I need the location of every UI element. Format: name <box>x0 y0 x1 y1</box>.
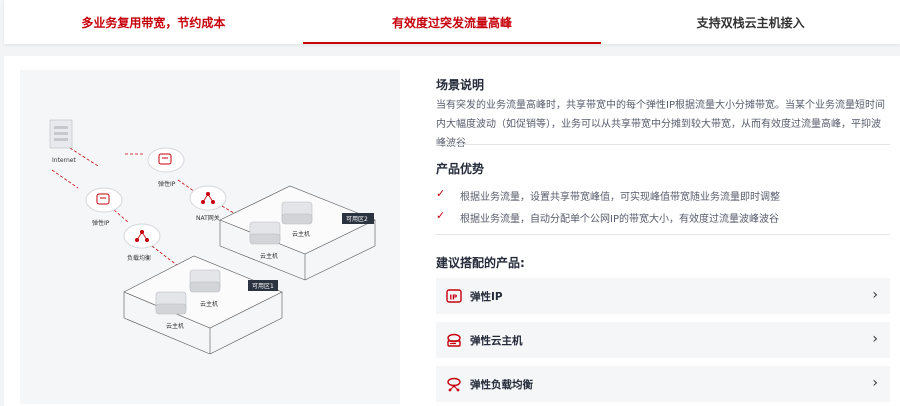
eip-label-1: 弹性IP <box>158 180 176 188</box>
product-label: 弹性云主机 <box>470 335 523 347</box>
tab-multi-business[interactable]: 多业务复用带宽，节约成本 <box>81 15 226 30</box>
advantage-text: 根据业务流量，设置共享带宽峰值，可实现峰值带宽随业务流量即时调整 <box>460 192 780 203</box>
ecs-label: 云主机 <box>200 300 218 308</box>
elb-icon <box>123 223 161 249</box>
eip-node-icon <box>147 147 185 173</box>
tab-burst-traffic[interactable]: 有效度过突发流量高峰 <box>302 0 602 44</box>
architecture-diagram: Internet 弹性IP NAT网关 <box>20 70 400 404</box>
tab-dual-stack[interactable]: 支持双栈云主机接入 <box>696 15 805 30</box>
check-icon: ✓ <box>436 209 446 222</box>
chevron-right-icon: › <box>872 331 878 347</box>
eip-icon: IP <box>446 288 462 304</box>
content-panel: Internet 弹性IP NAT网关 <box>4 56 900 406</box>
product-label: 弹性负载均衡 <box>470 379 533 391</box>
server-icon <box>281 201 313 225</box>
advantage-text: 根据业务流量，自动分配单个公网IP的带宽大小，有效度过流量波峰波谷 <box>460 214 779 225</box>
scenario-description: 当有突发的业务流量高峰时，共享带宽中的每个弹性IP根据流量大小分摊带宽。当某个业… <box>436 100 885 149</box>
eip-label-2: 弹性IP <box>92 219 110 227</box>
product-label: 弹性IP <box>470 291 503 303</box>
check-icon: ✓ <box>436 187 446 200</box>
server-icon <box>189 269 221 293</box>
chevron-right-icon: › <box>872 375 878 391</box>
svg-text:IP: IP <box>450 294 458 302</box>
nat-gateway-icon <box>189 185 227 211</box>
nat-label: NAT网关 <box>196 214 220 222</box>
scenario-title: 场景说明 <box>436 78 485 92</box>
internet-label: Internet <box>52 157 76 164</box>
elb-icon <box>446 376 462 392</box>
tab-bar: 多业务复用带宽，节约成本 有效度过突发流量高峰 支持双栈云主机接入 <box>4 0 900 44</box>
internet-server-icon <box>49 119 73 149</box>
ecs-label: 云主机 <box>260 252 278 260</box>
eip-node-icon <box>85 187 123 213</box>
product-card-eip[interactable]: IP 弹性IP › <box>436 278 890 314</box>
elb-label: 负载均衡 <box>127 254 151 262</box>
ecs-label: 云主机 <box>292 230 310 238</box>
divider <box>436 234 890 235</box>
product-card-ecs[interactable]: 弹性云主机 › <box>436 322 890 358</box>
zone-2-label: 可用区2 <box>346 216 368 223</box>
products-title: 建议搭配的产品: <box>436 256 525 270</box>
zone-1-label: 可用区1 <box>252 283 274 290</box>
ecs-label: 云主机 <box>166 322 184 330</box>
server-icon <box>249 221 281 245</box>
advantages-title: 产品优势 <box>436 162 485 176</box>
divider <box>436 144 890 145</box>
product-card-elb[interactable]: 弹性负载均衡 › <box>436 366 890 402</box>
ecs-icon <box>446 332 462 348</box>
chevron-right-icon: › <box>872 287 878 303</box>
server-icon <box>155 291 187 315</box>
